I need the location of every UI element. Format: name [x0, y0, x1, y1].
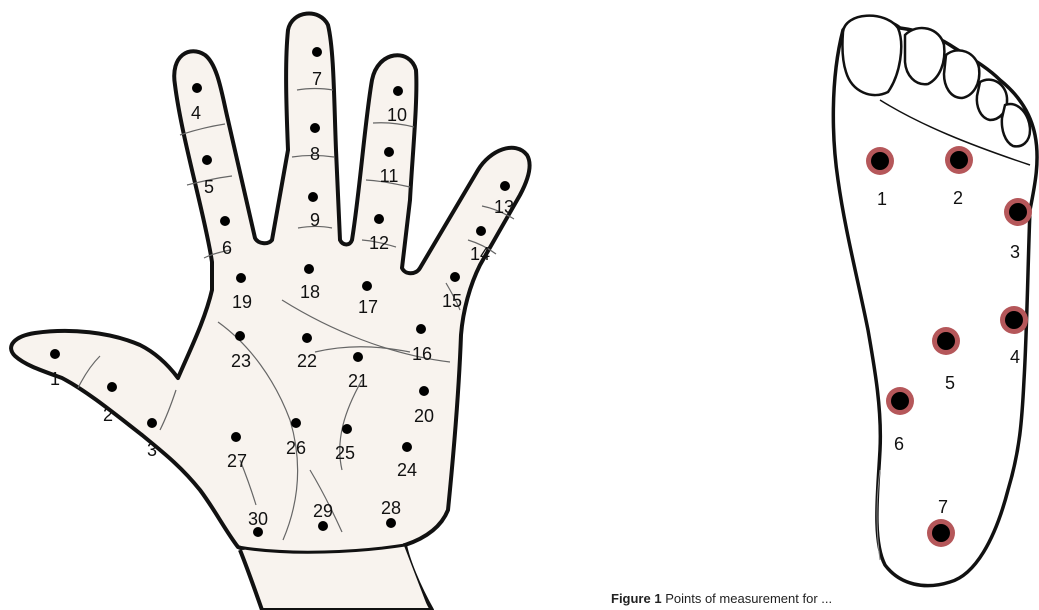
- figure-caption: Figure 1 Points of measurement for ...: [611, 591, 1039, 610]
- hand-point-1-label: 1: [50, 369, 60, 389]
- hand-point-12-dot: [374, 214, 384, 224]
- hand-point-5-label: 5: [204, 177, 214, 197]
- hand-point-7-label: 7: [312, 69, 322, 89]
- hand-point-2-dot: [107, 382, 117, 392]
- foot-illustration: 1 2 3 4 5 6 7: [833, 16, 1037, 586]
- hand-point-12-label: 12: [369, 233, 389, 253]
- hand-point-10-dot: [393, 86, 403, 96]
- hand-point-21-dot: [353, 352, 363, 362]
- foot-point-4-label: 4: [1010, 347, 1020, 367]
- hand-point-6-dot: [220, 216, 230, 226]
- hand-point-30-label: 30: [248, 509, 268, 529]
- hand-point-13-dot: [500, 181, 510, 191]
- foot-point-5-marker: [932, 327, 960, 355]
- hand-point-24-dot: [402, 442, 412, 452]
- foot-point-4-marker: [1000, 306, 1028, 334]
- hand-point-10-label: 10: [387, 105, 407, 125]
- hand-point-15-label: 15: [442, 291, 462, 311]
- hand-point-20-label: 20: [414, 406, 434, 426]
- hand-point-21-label: 21: [348, 371, 368, 391]
- hand-point-23-dot: [235, 331, 245, 341]
- hand-point-22-dot: [302, 333, 312, 343]
- hand-point-29-label: 29: [313, 501, 333, 521]
- hand-point-28-label: 28: [381, 498, 401, 518]
- hand-point-14-label: 14: [470, 244, 490, 264]
- hand-point-7-dot: [312, 47, 322, 57]
- foot-point-6-label: 6: [894, 434, 904, 454]
- hand-point-11-dot: [384, 147, 394, 157]
- hand-point-23-label: 23: [231, 351, 251, 371]
- foot-point-3-label: 3: [1010, 242, 1020, 262]
- foot-point-1-label: 1: [877, 189, 887, 209]
- hand-point-11-label: 11: [380, 166, 399, 186]
- hand-point-8-label: 8: [310, 144, 320, 164]
- hand-point-9-dot: [308, 192, 318, 202]
- hand-point-15-dot: [450, 272, 460, 282]
- hand-point-20-dot: [419, 386, 429, 396]
- figure-caption-prefix: Figure 1: [611, 591, 662, 606]
- foot-point-6-marker: [886, 387, 914, 415]
- hand-point-13-label: 13: [494, 197, 514, 217]
- hand-point-26-dot: [291, 418, 301, 428]
- hand-point-18-dot: [304, 264, 314, 274]
- hand-point-22-label: 22: [297, 351, 317, 371]
- foot-point-3-marker: [1004, 198, 1032, 226]
- hand-point-29-dot: [318, 521, 328, 531]
- hand-point-27-dot: [231, 432, 241, 442]
- hand-point-25-label: 25: [335, 443, 355, 463]
- hand-point-17-label: 17: [358, 297, 378, 317]
- hand-outline: [11, 14, 530, 555]
- hand-point-4-dot: [192, 83, 202, 93]
- figure-caption-text: Points of measurement for ...: [665, 591, 832, 606]
- foot-point-2-marker: [945, 146, 973, 174]
- hand-point-17-dot: [362, 281, 372, 291]
- hand-point-2-label: 2: [103, 405, 113, 425]
- hand-point-1-dot: [50, 349, 60, 359]
- hand-point-3-label: 3: [147, 440, 157, 460]
- hand-point-26-label: 26: [286, 438, 306, 458]
- hand-point-27-label: 27: [227, 451, 247, 471]
- hand-point-19-dot: [236, 273, 246, 283]
- hand-point-9-label: 9: [310, 210, 320, 230]
- hand-point-4-label: 4: [191, 103, 201, 123]
- hand-point-25-dot: [342, 424, 352, 434]
- foot-point-1-marker: [866, 147, 894, 175]
- foot-point-7-label: 7: [938, 497, 948, 517]
- foot-point-2-label: 2: [953, 188, 963, 208]
- hand-point-14-dot: [476, 226, 486, 236]
- hand-point-16-dot: [416, 324, 426, 334]
- hand-illustration: 1234567891011121314151617181920212223242…: [11, 14, 530, 610]
- hand-point-8-dot: [310, 123, 320, 133]
- hand-point-24-label: 24: [397, 460, 417, 480]
- foot-point-7-marker: [927, 519, 955, 547]
- hand-point-3-dot: [147, 418, 157, 428]
- hand-point-28-dot: [386, 518, 396, 528]
- hand-point-6-label: 6: [222, 238, 232, 258]
- hand-point-16-label: 16: [412, 344, 432, 364]
- hand-point-5-dot: [202, 155, 212, 165]
- hand-point-19-label: 19: [232, 292, 252, 312]
- hand-point-18-label: 18: [300, 282, 320, 302]
- foot-point-5-label: 5: [945, 373, 955, 393]
